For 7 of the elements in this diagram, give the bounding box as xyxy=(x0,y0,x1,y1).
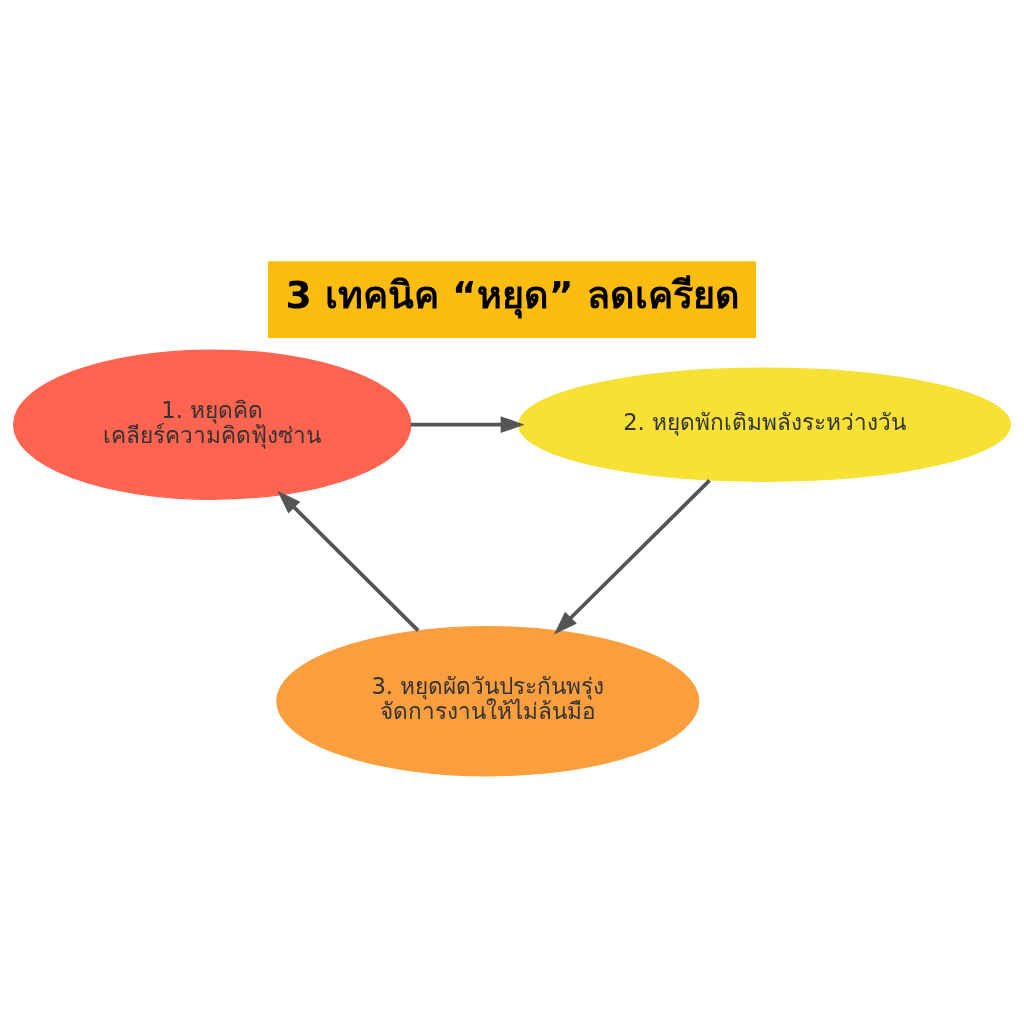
node-ellipse: 2. หยุดพักเติมพลังระหว่างวัน xyxy=(518,367,1011,482)
arrow xyxy=(277,490,420,632)
node-ellipse: 3. หยุดผัดวันประกันพรุ่ง จัดการงานให้ไม่ล้นมือ xyxy=(276,626,700,777)
node-ellipse: 1. หยุดคิด เคลียร์ความคิดฟุ้งซ่าน xyxy=(12,349,412,500)
arrow xyxy=(553,479,711,635)
arrow xyxy=(410,416,525,434)
diagram-title: 3 เทคนิค “หยุด” ลดเครียด xyxy=(285,272,740,317)
